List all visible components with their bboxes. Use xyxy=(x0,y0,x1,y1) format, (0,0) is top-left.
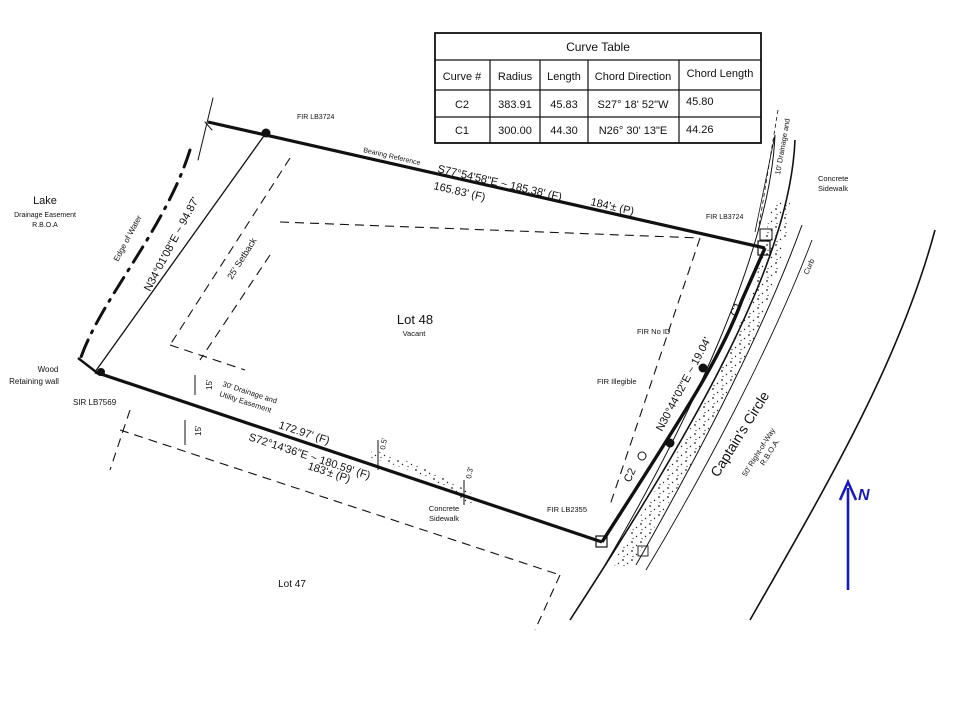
label-fir-lb3724-nw: FIR LB3724 xyxy=(297,114,334,121)
monument-sw xyxy=(97,368,105,376)
monument-fir-no-id xyxy=(698,363,708,373)
lot-boundary xyxy=(77,120,767,544)
north-arrow-icon xyxy=(838,478,858,501)
edge-of-water-line xyxy=(78,97,214,362)
label-c1: C1 xyxy=(729,301,745,318)
label-fir-no-id: FIR No ID xyxy=(637,327,671,336)
monument-nw xyxy=(261,128,271,138)
label-offset-03: 0.3' xyxy=(464,466,475,480)
label-concrete-sidewalk-s-2: Sidewalk xyxy=(429,514,459,523)
label-sir-lb7569: SIR LB7569 xyxy=(73,398,117,407)
label-dim-15-b: 15' xyxy=(194,425,203,436)
table-cell: C1 xyxy=(455,125,469,137)
header-radius: Radius xyxy=(498,71,533,83)
label-offset-05: 0.5' xyxy=(378,437,389,451)
curve-table: Curve Table Curve # Radius Length Chord … xyxy=(434,32,762,144)
monument-fir-illegible xyxy=(665,438,675,448)
label-vacant: Vacant xyxy=(403,329,427,338)
curve-note-symbol xyxy=(637,451,647,461)
label-fir-lb2355: FIR LB2355 xyxy=(547,505,587,514)
header-length: Length xyxy=(547,71,581,83)
survey-monuments xyxy=(97,128,773,548)
table-cell: N26° 30' 13"E xyxy=(599,125,668,137)
label-lot47: Lot 47 xyxy=(278,579,306,590)
label-lake: Lake xyxy=(33,195,57,207)
label-lake-sub2: R.B.O.A xyxy=(32,222,58,229)
table-cell: 300.00 xyxy=(498,125,532,137)
table-cell: S27° 18' 52"W xyxy=(598,99,670,111)
label-wood-wall-2: Retaining wall xyxy=(9,377,59,386)
setback-lines xyxy=(109,157,701,631)
label-c2: C2 xyxy=(622,466,639,484)
table-cell: 45.80 xyxy=(686,96,714,108)
table-cell: 45.83 xyxy=(550,99,578,111)
monument-se xyxy=(595,535,608,548)
label-north-bearing: S77°54'58"E ~ 185.38' (F) xyxy=(436,163,563,203)
label-dim-15-a: 15' xyxy=(205,379,214,390)
curve-table-title: Curve Table xyxy=(566,40,630,54)
utility-box xyxy=(759,228,773,241)
label-concrete-sidewalk-ne-1: Concrete xyxy=(818,174,848,183)
label-lake-sub1: Drainage Easement xyxy=(14,212,76,219)
label-fir-lb3724-ne: FIR LB3724 xyxy=(706,214,743,221)
header-curve: Curve # xyxy=(443,71,482,83)
monument-ne xyxy=(757,240,771,256)
easement-dimension-ticks xyxy=(184,375,465,505)
north-arrow-label: N xyxy=(858,487,870,504)
label-lot48: Lot 48 xyxy=(397,312,433,327)
north-arrow: N xyxy=(838,478,870,590)
label-setback-25: 25' Setback xyxy=(225,236,259,281)
table-cell: 44.30 xyxy=(550,125,578,137)
label-concrete-sidewalk-s-1: Concrete xyxy=(429,504,459,513)
label-drainage-10: 10' Drainage and xyxy=(773,118,792,176)
drawing-labels: Lake Drainage Easement R.B.O.A Edge of W… xyxy=(9,114,848,590)
label-west-bearing: N34°01'08"E ~ 94.87' xyxy=(142,195,202,293)
label-wood-wall-1: Wood xyxy=(38,365,59,374)
header-chord-length: Chord Length xyxy=(687,68,754,80)
label-concrete-sidewalk-ne-2: Sidewalk xyxy=(818,184,848,193)
table-cell: 44.26 xyxy=(686,124,714,136)
header-chord-direction: Chord Direction xyxy=(595,71,671,83)
table-cell: C2 xyxy=(455,99,469,111)
table-cell: 383.91 xyxy=(498,99,532,111)
label-fir-illegible: FIR Illegible xyxy=(597,377,637,386)
